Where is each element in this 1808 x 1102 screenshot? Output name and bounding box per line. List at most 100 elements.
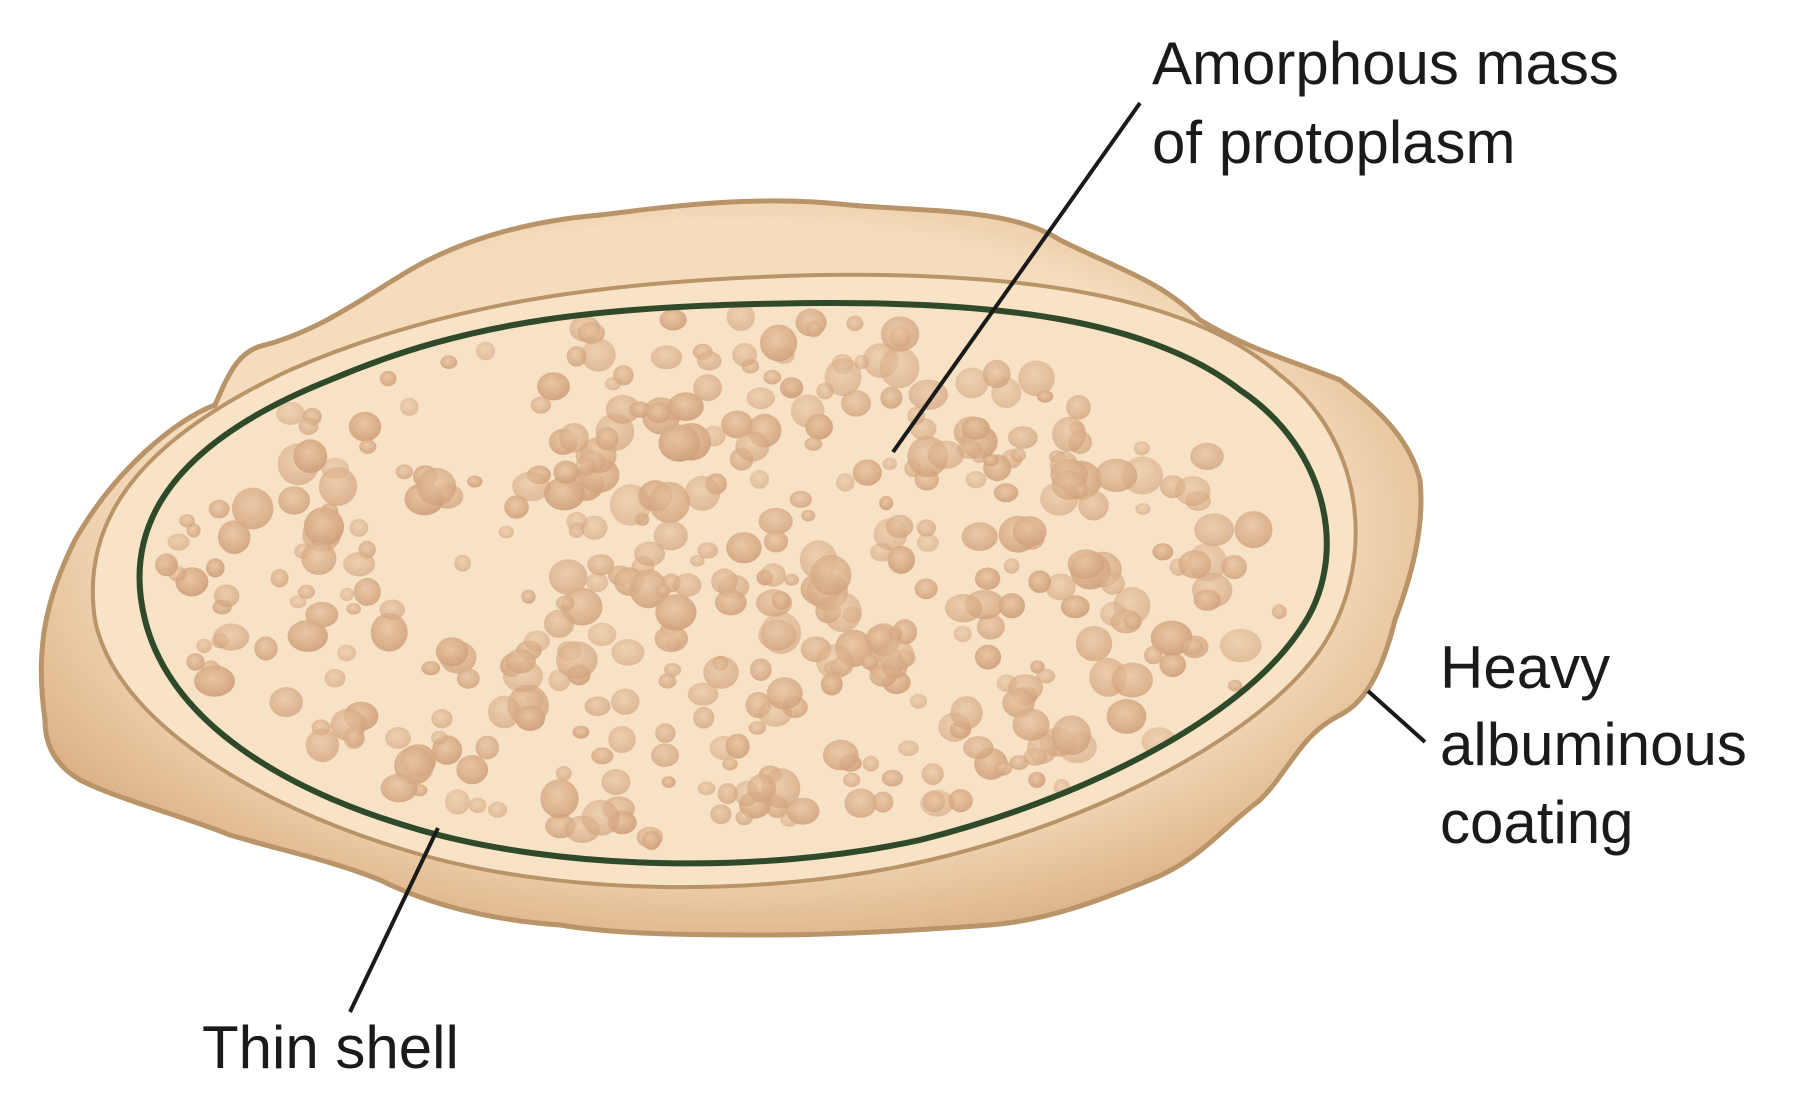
granule <box>658 424 701 462</box>
granule <box>726 532 762 564</box>
granule <box>916 519 937 537</box>
granule <box>697 542 719 559</box>
granule <box>324 668 346 688</box>
granule <box>1036 390 1054 403</box>
granule <box>710 804 732 825</box>
granule <box>654 625 688 653</box>
granule <box>801 509 816 522</box>
granule <box>1018 360 1055 397</box>
granule <box>523 630 551 652</box>
thin-shell <box>136 299 1330 867</box>
granule <box>735 810 753 826</box>
granule <box>697 781 716 796</box>
granule <box>353 577 381 606</box>
granule <box>1045 573 1076 601</box>
granule <box>349 518 369 538</box>
granule <box>167 533 190 551</box>
granule <box>504 495 529 519</box>
granule <box>758 507 793 535</box>
coating-leader-line <box>1366 689 1427 744</box>
granule <box>399 397 419 416</box>
granule <box>655 594 697 631</box>
granule <box>1100 572 1125 595</box>
granule <box>348 411 382 442</box>
granule <box>1023 747 1048 766</box>
granule <box>1159 652 1187 678</box>
granule <box>820 673 843 696</box>
granule <box>431 709 453 729</box>
granule <box>982 359 1011 389</box>
granule <box>475 735 500 760</box>
coating-label-line1: Heavy <box>1440 634 1610 701</box>
granule <box>653 520 688 551</box>
granule <box>885 514 914 539</box>
granule <box>921 763 944 786</box>
granule <box>370 613 408 652</box>
granule <box>726 303 755 331</box>
granule <box>456 668 480 689</box>
granule <box>650 345 683 370</box>
granule <box>976 614 1005 640</box>
granule <box>586 572 609 593</box>
granule <box>346 603 362 615</box>
granule <box>395 464 413 480</box>
granule <box>650 743 680 767</box>
granule <box>521 589 536 604</box>
granule <box>605 377 621 391</box>
granule <box>748 721 767 735</box>
granule <box>530 396 552 414</box>
granule <box>852 459 882 486</box>
granule <box>668 392 704 421</box>
granule <box>431 730 448 745</box>
coating-label-line2: albuminous <box>1440 711 1747 778</box>
granule <box>722 757 738 771</box>
granule <box>823 591 862 633</box>
granule <box>1010 448 1026 462</box>
granule <box>961 416 990 440</box>
granule <box>343 726 365 750</box>
granule <box>488 801 508 818</box>
granule <box>206 558 225 578</box>
granule <box>287 620 328 652</box>
granule <box>540 779 579 819</box>
protoplasm-granules <box>155 303 1287 851</box>
granule <box>927 440 965 469</box>
granule <box>1221 555 1247 580</box>
granule <box>841 389 871 417</box>
granule <box>278 486 311 515</box>
granule <box>488 695 521 729</box>
granule <box>725 733 750 759</box>
granule <box>581 799 620 836</box>
granule <box>609 484 652 526</box>
granule <box>587 554 615 576</box>
granule <box>842 772 861 788</box>
granule <box>610 688 640 715</box>
granule <box>179 514 195 528</box>
granule <box>1133 441 1150 456</box>
granule <box>270 569 289 588</box>
granule <box>854 355 870 370</box>
granule <box>961 522 998 551</box>
granule <box>379 370 397 387</box>
granule <box>537 372 570 401</box>
granule <box>555 766 572 781</box>
granule <box>575 456 596 476</box>
granule <box>467 475 483 488</box>
granule <box>385 727 411 749</box>
granule <box>379 599 406 620</box>
granule <box>944 594 983 623</box>
granule <box>634 541 666 567</box>
granule <box>611 639 645 666</box>
granule <box>186 653 205 671</box>
granule <box>293 439 328 474</box>
granule <box>697 351 722 371</box>
granule <box>476 341 496 361</box>
granule <box>689 555 705 567</box>
granule <box>880 316 920 352</box>
granule <box>760 563 786 587</box>
granule <box>595 426 619 451</box>
granule <box>1012 708 1050 741</box>
granule <box>318 467 358 506</box>
granule <box>208 499 230 519</box>
